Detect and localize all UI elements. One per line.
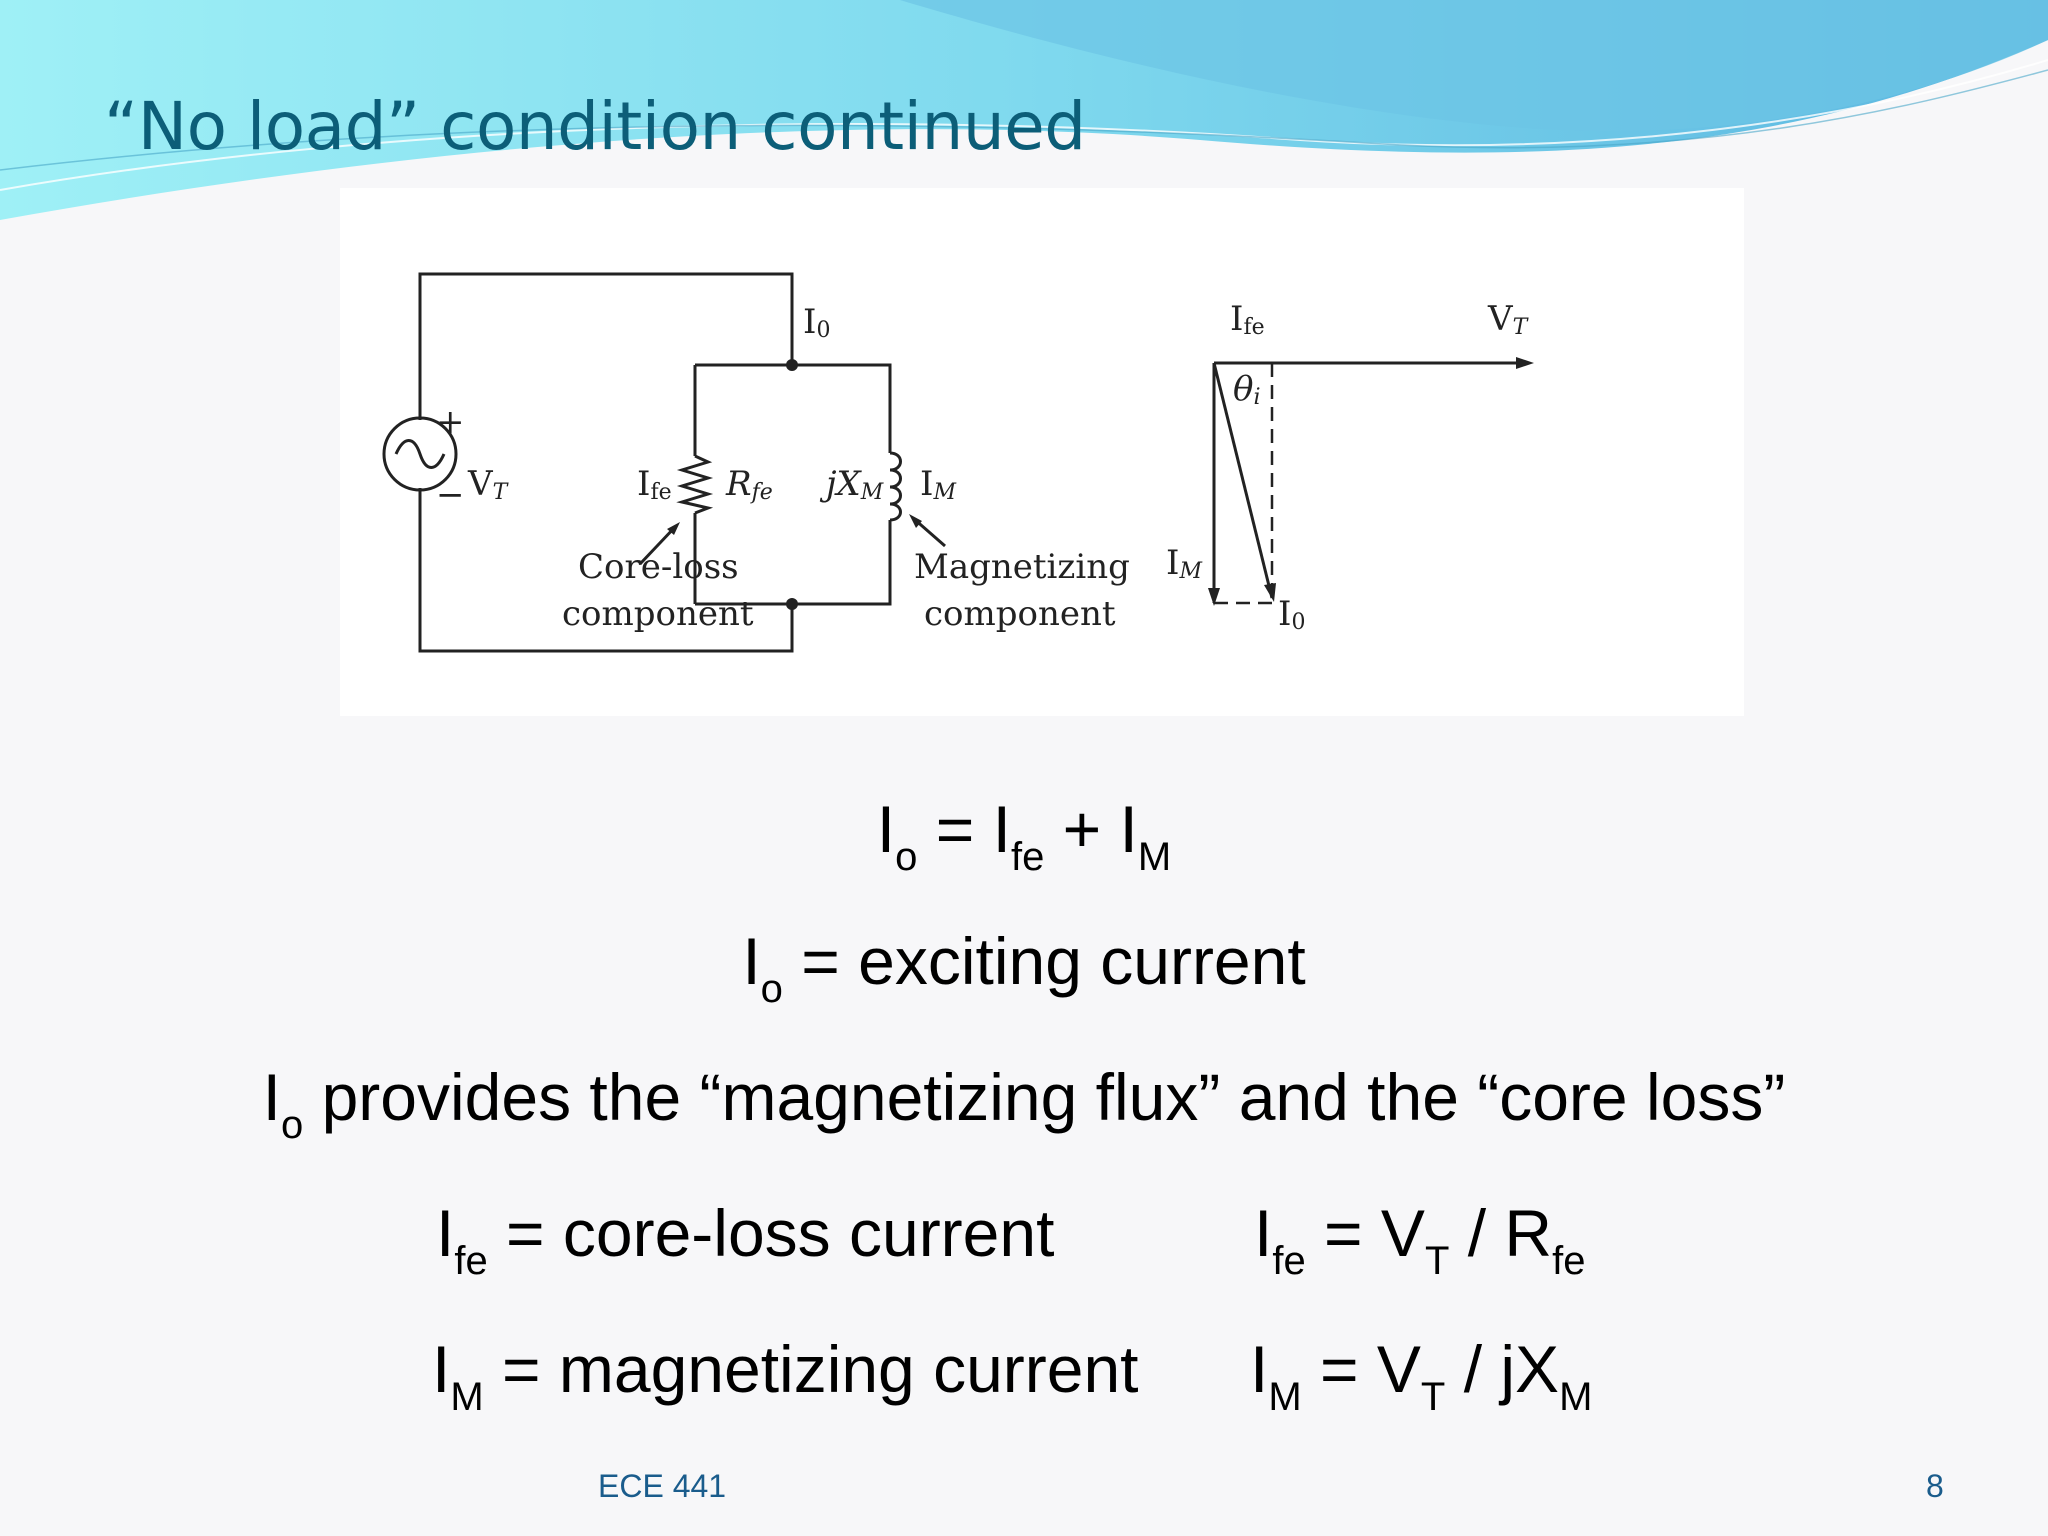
- circuit-jxm-label: jXM: [819, 464, 884, 505]
- header-wave-decoration: [0, 0, 2048, 220]
- core-loss-label-line2: component: [562, 594, 754, 634]
- inductor-jxm: [889, 451, 902, 522]
- phasor-vt-label: VT: [1487, 299, 1530, 340]
- phasor-io-line: [1212, 362, 1274, 599]
- phasor-ife-label: Ife: [1230, 299, 1265, 340]
- core-loss-pointer: [638, 524, 678, 566]
- ac-source-circle: [382, 416, 458, 492]
- equation-io-sum: Io = Ife + IM: [876, 792, 1172, 879]
- magnetizing-label-line1: Magnetizing: [914, 547, 1130, 587]
- phasor-io-label: I0: [1278, 594, 1305, 635]
- wire-outer-bottom: [418, 488, 794, 653]
- source-minus-label: −: [436, 475, 465, 515]
- circuit-io-label: I0: [803, 302, 830, 343]
- circuit-vt-label: VT: [467, 464, 510, 505]
- wire-outer-top: [418, 272, 794, 420]
- wire-inner-bottom-right: [695, 520, 892, 606]
- magnetizing-label-line2: component: [924, 594, 1116, 634]
- equation-ife-definition: Ife = core-loss current: [436, 1196, 1055, 1283]
- node-top: [786, 359, 798, 371]
- footer-page-number: 8: [1926, 1468, 1944, 1504]
- circuit-figure: + − VT I0 Ife Rfe jXM IM Core-loss compo…: [340, 188, 1744, 716]
- node-bottom: [786, 598, 798, 610]
- circuit-diagram: + − VT I0 Ife Rfe jXM IM Core-loss compo…: [382, 272, 1534, 653]
- ac-source-sine: [394, 439, 446, 469]
- phasor-vt-arrowhead: [1516, 357, 1534, 369]
- equation-im-definition: IM = magnetizing current: [432, 1332, 1139, 1419]
- resistor-rfe: [676, 454, 714, 515]
- phasor-theta-label: θi: [1233, 369, 1261, 410]
- slide-title: “No load” condition continued: [104, 88, 1086, 165]
- equation-im-formula: IM = VT / jXM: [1250, 1332, 1593, 1419]
- core-loss-arrowhead: [667, 522, 680, 535]
- wire-inner-top: [695, 363, 892, 453]
- core-loss-label-line1: Core-loss: [578, 547, 739, 587]
- circuit-rfe-label: Rfe: [725, 464, 773, 505]
- circuit-ife-label: Ife: [637, 464, 672, 505]
- equation-ife-formula: Ife = VT / Rfe: [1254, 1196, 1586, 1283]
- magnetizing-arrowhead: [909, 514, 922, 528]
- equation-io-provides: Io provides the “magnetizing flux” and t…: [262, 1060, 1786, 1147]
- source-plus-label: +: [436, 402, 465, 442]
- footer-course-label: ECE 441: [598, 1468, 727, 1504]
- equation-io-definition: Io = exciting current: [742, 924, 1306, 1011]
- phasor-im-arrowhead: [1208, 588, 1220, 606]
- phasor-im-label: IM: [1166, 543, 1202, 584]
- circuit-im-label: IM: [920, 464, 956, 505]
- phasor-io-arrowhead: [1264, 583, 1276, 602]
